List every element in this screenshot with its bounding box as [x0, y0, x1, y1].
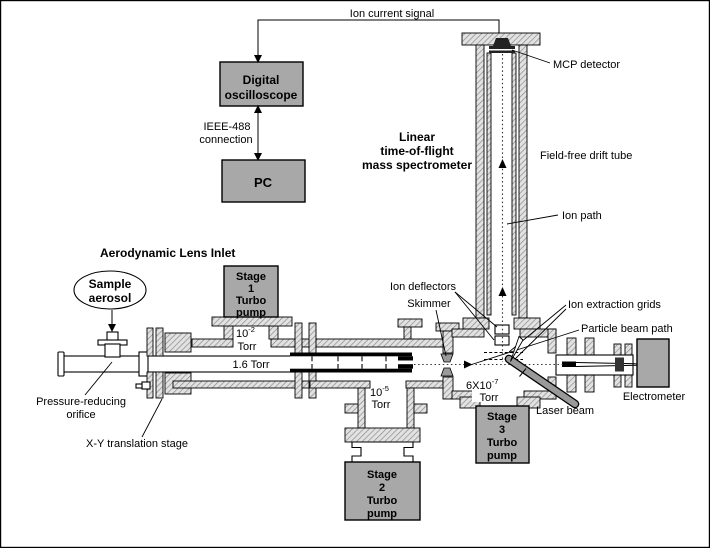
inlet-tube-pressure: 1.6 Torr [232, 359, 269, 371]
stage1-pressure: 10-2 [236, 325, 255, 340]
ion-path-label: Ion path [562, 210, 602, 222]
electrometer-box [636, 338, 670, 388]
mcp-detector [489, 38, 515, 53]
ion-extraction-grids-label: Ion extraction grids [568, 299, 661, 311]
laser-beam: Laser beam [504, 335, 594, 417]
oscilloscope-label-line2: oscilloscope [225, 88, 298, 102]
aero-lens-title: Aerodynamic Lens Inlet [100, 246, 235, 260]
skimmer-cone-bottom [440, 367, 454, 377]
ion-deflectors-label: Ion deflectors [390, 281, 457, 293]
stage3-pressure-unit: Torr [480, 392, 499, 404]
arrow-down-icon [108, 324, 116, 332]
ieee-label-line2: connection [199, 134, 252, 146]
stage3-label-line1: Stage [487, 411, 517, 423]
aerodynamic-lens-tube: 1.6 Torr [232, 352, 413, 373]
arrow-down-icon [254, 153, 262, 161]
stage2-label-line2: 2 [379, 482, 385, 494]
skimmer-cone-top [440, 353, 454, 363]
oscilloscope-box: Digital oscilloscope [219, 61, 304, 107]
stage3-label-line3: Turbo [487, 437, 518, 449]
stage3-pressure: 6X10-7 [466, 377, 498, 392]
orifice-label-line1: Pressure-reducing [36, 396, 126, 408]
arrow-up-icon [254, 105, 262, 113]
stage1-turbo-pump: Stage 1 Turbo pump 10-2 Torr [211, 265, 293, 353]
ion-current-signal-label: Ion current signal [350, 8, 434, 20]
arrow-down-icon [254, 55, 262, 63]
drift-tube-label: Field-free drift tube [540, 150, 632, 162]
sample-label-line2: aerosol [89, 291, 132, 305]
orifice-label-line2: orifice [66, 409, 95, 421]
sample-aerosol: Sample aerosol [73, 270, 147, 332]
arrow-up-icon [498, 159, 507, 168]
stage2-pressure: 10-5 [370, 384, 389, 399]
arrow-right-icon [464, 360, 473, 369]
particle-beam-path-label: Particle beam path [581, 323, 673, 335]
stage2-label-line1: Stage [367, 469, 397, 481]
stage3-turbo-pump: Stage 3 Turbo pump 6X10-7 Torr [459, 377, 541, 464]
ieee-488-link: IEEE-488 connection [199, 105, 262, 161]
source-chamber: Ion deflectors Ion extraction grids [390, 281, 661, 400]
stage1-chamber: X-Y translation stage [86, 327, 317, 450]
stage2-pressure-unit: Torr [372, 399, 391, 411]
ion-path: Ion path [498, 54, 602, 362]
stage2-label-line4: pump [367, 508, 397, 520]
stage1-label-line4: pump [236, 307, 266, 319]
electrometer-label: Electrometer [623, 391, 686, 403]
stage1-pressure-unit: Torr [238, 341, 257, 353]
ion-deflector-plate-bottom [494, 335, 510, 346]
stage2-chamber [309, 318, 444, 389]
stage2-label-line3: Turbo [367, 495, 398, 507]
stage3-label-line2: 3 [499, 424, 505, 436]
faraday-rod [562, 361, 576, 367]
stage2-turbo-pump: Stage 2 Turbo pump 10-5 Torr [344, 384, 428, 521]
skimmer-label: Skimmer [407, 298, 451, 310]
inlet-tee [104, 343, 121, 358]
skimmer-wall: Skimmer [407, 298, 460, 400]
pc-box: PC [221, 159, 306, 203]
drift-tube: MCP detector Field-free drift tube [461, 32, 632, 330]
arrow-up-icon [498, 287, 507, 296]
ion-current-signal-wire: Ion current signal [254, 8, 500, 63]
lens-apertures [311, 356, 387, 369]
electrometer-port: Electrometer Particle beam path [466, 323, 686, 403]
xy-stage-label: X-Y translation stage [86, 438, 188, 450]
tof-title-line1: Linear [399, 130, 435, 144]
particle-beam [414, 360, 563, 369]
oscilloscope-label-line1: Digital [243, 73, 280, 87]
tof-title-line3: mass spectrometer [362, 158, 472, 172]
stage1-label-line1: Stage [236, 271, 266, 283]
stage1-label-line2: 1 [248, 283, 254, 295]
laser-beam-label: Laser beam [536, 405, 594, 417]
laser-focus-needle [510, 335, 524, 362]
stage1-label-line3: Turbo [236, 295, 267, 307]
mcp-detector-label: MCP detector [553, 59, 620, 71]
sample-label-line1: Sample [89, 277, 132, 291]
inlet-tube: Pressure-reducing orifice [36, 331, 302, 421]
stage3-label-line4: pump [487, 450, 517, 462]
tof-title: Linear time-of-flight mass spectrometer [362, 130, 472, 172]
ieee-label-line1: IEEE-488 [203, 121, 250, 133]
tof-title-line2: time-of-flight [380, 144, 453, 158]
lens-nozzle [398, 356, 413, 361]
pc-label: PC [254, 175, 273, 190]
